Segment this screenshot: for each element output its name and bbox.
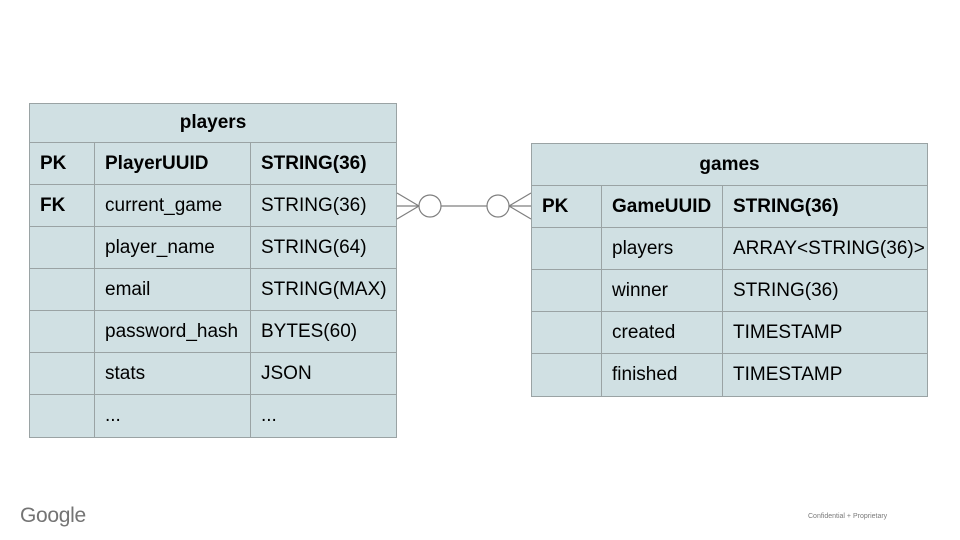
type-cell: BYTES(60) bbox=[250, 311, 396, 352]
confidential-note: Confidential + Proprietary bbox=[808, 513, 888, 520]
type-cell: TIMESTAMP bbox=[722, 354, 927, 396]
field-cell: players bbox=[601, 228, 722, 269]
table-title: players bbox=[30, 104, 396, 143]
field-cell: finished bbox=[601, 354, 722, 396]
zero-circle-left-icon bbox=[418, 194, 442, 218]
type-cell: STRING(MAX) bbox=[250, 269, 396, 310]
type-cell: ... bbox=[250, 395, 396, 437]
zero-circle-right-icon bbox=[486, 194, 510, 218]
key-cell: PK bbox=[542, 195, 569, 217]
field-cell: player_name bbox=[94, 227, 250, 268]
field-cell: stats bbox=[94, 353, 250, 394]
field-cell: password_hash bbox=[94, 311, 250, 352]
relationship-connector bbox=[396, 192, 532, 220]
key-cell bbox=[30, 353, 94, 394]
type-cell: STRING(36) bbox=[722, 270, 927, 311]
type-cell: STRING(36) bbox=[722, 186, 927, 227]
field-cell: GameUUID bbox=[601, 186, 722, 227]
type-cell: STRING(64) bbox=[250, 227, 396, 268]
key-cell bbox=[532, 354, 601, 396]
key-cell bbox=[30, 311, 94, 352]
key-cell bbox=[30, 269, 94, 310]
type-cell: STRING(36) bbox=[250, 185, 396, 226]
crows-foot-left-icon bbox=[396, 192, 420, 220]
key-cell bbox=[532, 312, 601, 353]
type-cell: ARRAY<STRING(36)> bbox=[722, 228, 927, 269]
field-cell: email bbox=[94, 269, 250, 310]
field-cell: current_game bbox=[94, 185, 250, 226]
field-cell: PlayerUUID bbox=[94, 143, 250, 184]
google-logo: Google bbox=[20, 504, 86, 527]
field-cell: winner bbox=[601, 270, 722, 311]
crows-foot-right-icon bbox=[508, 192, 532, 220]
type-cell: TIMESTAMP bbox=[722, 312, 927, 353]
field-cell: created bbox=[601, 312, 722, 353]
key-cell: PK bbox=[40, 152, 67, 174]
type-cell: STRING(36) bbox=[250, 143, 396, 184]
field-cell: ... bbox=[94, 395, 250, 437]
key-cell: FK bbox=[40, 194, 66, 216]
table-title: games bbox=[532, 144, 927, 186]
key-cell bbox=[532, 228, 601, 269]
key-cell bbox=[532, 270, 601, 311]
key-cell bbox=[30, 395, 94, 437]
key-cell bbox=[30, 227, 94, 268]
type-cell: JSON bbox=[250, 353, 396, 394]
table-row: ...... bbox=[30, 395, 396, 437]
